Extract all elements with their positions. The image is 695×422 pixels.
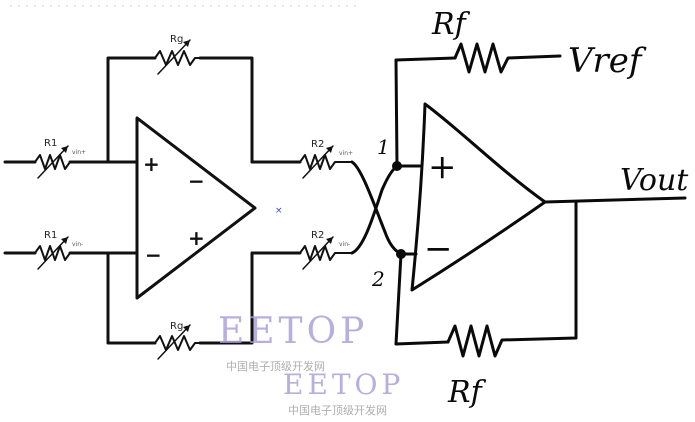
vref-wire-left bbox=[394, 56, 457, 168]
feedback-bottom-left bbox=[394, 252, 450, 346]
resistor-rg-bottom bbox=[154, 324, 201, 360]
r2-top-label: R2 bbox=[311, 139, 324, 150]
cross-wire-top-to-pin2 bbox=[350, 160, 404, 256]
rg-bottom-label: Rg bbox=[170, 321, 183, 332]
watermark-1-subtitle: 中国电子顶级开发网 bbox=[226, 359, 325, 373]
rf-bottom-label: Rf bbox=[447, 375, 487, 410]
r1-bottom-sublabel: vin- bbox=[72, 241, 83, 248]
gain-loop-bottom-right bbox=[198, 251, 254, 345]
gain-loop-top-left bbox=[106, 56, 157, 164]
resistor-rg-top bbox=[154, 39, 201, 75]
r1-top-sublabel: vin+ bbox=[72, 149, 86, 156]
gain-loop-bottom-left bbox=[106, 251, 157, 345]
opamp-input-minus-sign: − bbox=[145, 243, 162, 267]
handwritten-minus-sign: − bbox=[424, 229, 453, 269]
vref-label: Vref bbox=[568, 41, 647, 81]
cross-wire-bottom-to-pin1 bbox=[350, 164, 400, 255]
rf-top-label: Rf bbox=[431, 7, 471, 42]
r1-bottom-label: R1 bbox=[44, 230, 57, 241]
node-1-label: 1 bbox=[377, 135, 390, 159]
opamp-input-plus-sign: + bbox=[143, 152, 160, 176]
watermark-2-brand: EETOP bbox=[283, 368, 404, 401]
handwritten-opamp bbox=[410, 102, 547, 292]
printed-opamp bbox=[135, 116, 257, 300]
r2-bottom-sublabel: vin- bbox=[339, 241, 350, 248]
resistor-r2-bottom bbox=[299, 236, 353, 270]
node-2-label: 2 bbox=[371, 267, 385, 291]
resistor-rf-bottom bbox=[446, 200, 578, 358]
watermark-1-brand: EETOP bbox=[218, 311, 368, 352]
opamp-output-plus-sign: + bbox=[188, 226, 205, 250]
resistor-r1-top bbox=[34, 145, 71, 179]
handwritten-plus-sign: + bbox=[428, 147, 457, 187]
r2-bottom-label: R2 bbox=[311, 230, 324, 241]
resistor-rf-top bbox=[453, 42, 562, 74]
watermark-1: EETOP 中国电子顶级开发网 bbox=[218, 311, 368, 373]
r2-top-sublabel: vin+ bbox=[339, 150, 353, 157]
gain-loop-top-right bbox=[198, 56, 254, 164]
resistor-r2-top bbox=[299, 145, 353, 179]
vout-label: Vout bbox=[620, 163, 689, 198]
rg-top-label: Rg bbox=[170, 34, 183, 45]
resistor-r1-bottom bbox=[34, 236, 71, 270]
r1-top-label: R1 bbox=[44, 138, 57, 149]
watermark-2: EETOP 中国电子顶级开发网 bbox=[283, 368, 404, 417]
handwritten-circuit: 1 2 Rf Vref + − Vout Rf bbox=[350, 7, 689, 410]
vout-wire bbox=[543, 196, 687, 204]
probe-marker: × bbox=[275, 206, 283, 216]
printed-circuit: R1 vin+ R1 vin- Rg Rg bbox=[3, 34, 353, 360]
watermark-2-subtitle: 中国电子顶级开发网 bbox=[288, 403, 387, 417]
opamp-output-minus-sign: − bbox=[188, 169, 205, 193]
